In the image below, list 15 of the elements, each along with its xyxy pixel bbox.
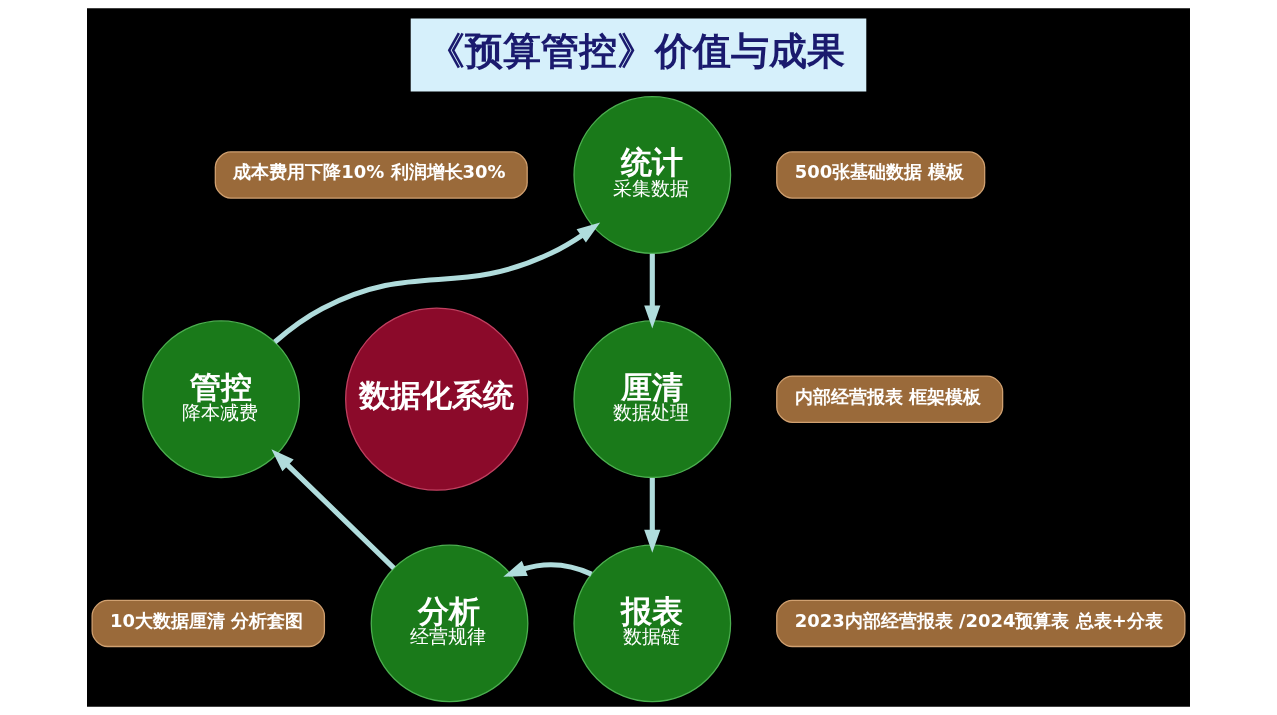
arrow (273, 222, 601, 344)
arrow (644, 478, 661, 553)
arrow (271, 449, 396, 570)
node-box: 2023内部经营报表 /2024预算表 总表+分表 (776, 599, 1186, 648)
node-circle: 管控 降本减费 (142, 320, 301, 479)
node-circle: 数据化系统 (345, 307, 529, 491)
node-circle: 报表 数据链 (573, 544, 732, 703)
arrow (503, 560, 593, 577)
arrow (644, 253, 661, 329)
node-box: 500张基础数据 模板 (776, 151, 986, 199)
node-box: 内部经营报表 框架模板 (776, 375, 1004, 423)
node-circle: 厘清 数据处理 (573, 320, 732, 479)
node-box: 10大数据厘清 分析套图 (91, 599, 326, 648)
diagram-title: 《预算管控》价值与成果 (426, 28, 845, 73)
node-box: 成本费用下降10% 利润增长30% (214, 151, 528, 199)
